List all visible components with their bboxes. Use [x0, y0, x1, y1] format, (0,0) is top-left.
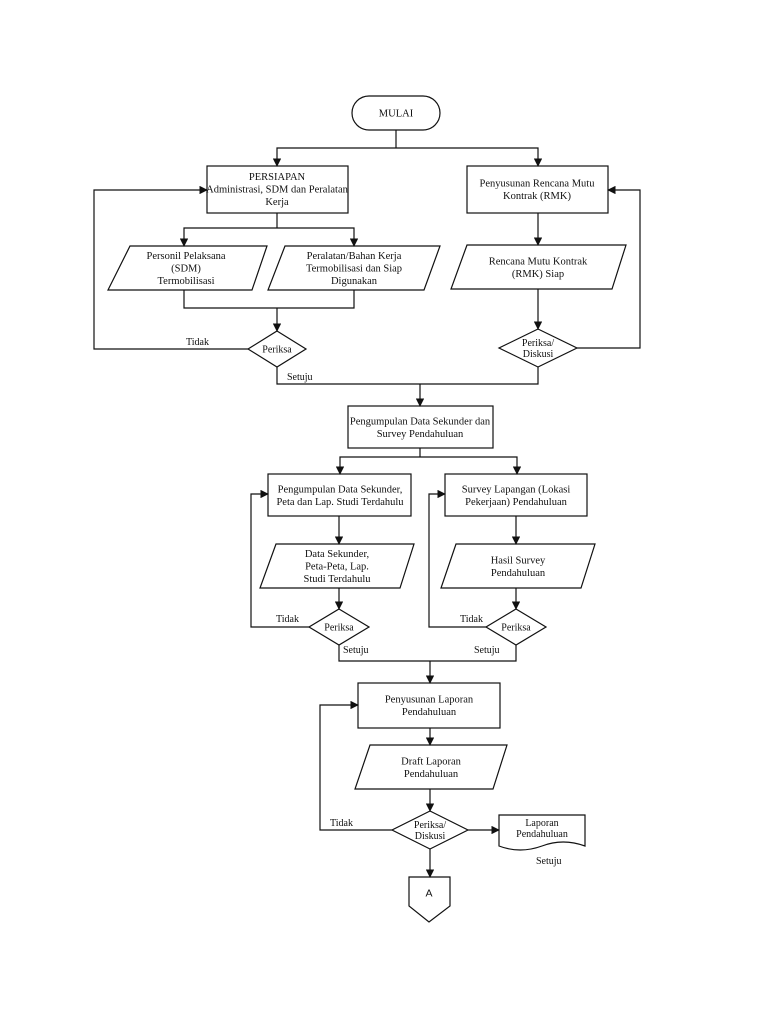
text-line: Kerja — [265, 197, 289, 208]
text-line: Pengumpulan Data Sekunder dan — [350, 416, 491, 427]
data-peralatan — [267, 245, 441, 291]
data-sekunder-label: Data Sekunder, Peta-Peta, Lap.Studi Terda… — [303, 549, 371, 585]
decision-periksa-persiapan-label: Periksa — [262, 345, 292, 356]
text-line: Periksa — [262, 345, 292, 356]
decision-periksa-sekunder-label: Periksa — [324, 623, 354, 634]
text-line: Pendahuluan — [404, 769, 459, 780]
text-line: Pendahuluan — [516, 829, 568, 840]
connector-rmk-setuju — [420, 367, 539, 385]
text-line: Penyusunan Rencana Mutu — [480, 178, 596, 189]
offpage-connector-a-label: A — [425, 888, 432, 900]
text-line: Pendahuluan — [491, 568, 546, 579]
text-line: Pekerjaan) Pendahuluan — [465, 497, 568, 508]
connector-setuju-1 — [276, 367, 420, 385]
text-line: Laporan — [525, 818, 558, 829]
connector-pengumpulan-split — [335, 456, 522, 475]
offpage-connector-a — [408, 876, 451, 923]
document-laporan-pendahuluan — [498, 814, 586, 851]
data-draft-laporan — [354, 744, 508, 790]
decision-periksa-diskusi-rmk-label: Periksa/Diskusi — [522, 338, 554, 360]
connector-mulai-split — [272, 147, 543, 167]
text-line: PERSIAPAN — [249, 172, 306, 183]
text-line: Peta-Peta, Lap. — [305, 562, 369, 573]
text-line: Personil Pelaksana — [146, 251, 225, 262]
connector-persiapan-split — [179, 227, 359, 247]
text-line: Diskusi — [415, 831, 446, 842]
data-rmk-siap-label: Rencana Mutu Kontrak (RMK) Siap — [489, 256, 588, 280]
connector-tidak-loop-3 — [428, 489, 486, 628]
text-line: Survey Pendahuluan — [377, 429, 464, 440]
text-line: Digunakan — [331, 276, 378, 287]
text-line: Survey Lapangan (Lokasi — [462, 484, 571, 495]
text-line: Kontrak (RMK) — [503, 191, 571, 202]
connector-tidak-loop-2 — [250, 489, 309, 628]
text-line: Penyusunan Laporan — [385, 694, 474, 705]
label-setuju-1: Setuju — [287, 372, 313, 383]
text-line: Data Sekunder, — [305, 549, 369, 560]
start-terminal-label: MULAI — [379, 109, 414, 120]
connector-tidak-loop-4 — [319, 700, 392, 831]
text-line: Peta dan Lap. Studi Terdahulu — [276, 497, 404, 508]
process-survey-lapangan — [444, 473, 588, 517]
text-line: Hasil Survey — [491, 555, 546, 566]
connector-tidak-loop-1 — [93, 185, 248, 350]
connector-setuju-2 — [338, 645, 430, 662]
text-line: (SDM) — [171, 264, 201, 275]
decision-periksa-survey-label: Periksa — [501, 623, 531, 634]
data-personil-sdm-label: Personil Pelaksana (SDM)Termobilisasi — [146, 251, 225, 287]
process-penyusunan-rmk — [466, 165, 609, 214]
text-line: MULAI — [379, 109, 414, 120]
process-persiapan-label: PERSIAPAN Administrasi, SDM dan Peralatan… — [206, 172, 348, 208]
data-rmk-siap — [450, 244, 627, 290]
text-line: Draft Laporan — [401, 756, 462, 767]
text-line: (RMK) Siap — [512, 269, 564, 280]
text-line: Pengumpulan Data Sekunder, — [278, 484, 403, 495]
connector-rmk-loop — [577, 185, 641, 349]
text-line: Pendahuluan — [402, 707, 457, 718]
process-pengumpulan-sekunder-label: Pengumpulan Data Sekunder, Peta dan Lap. … — [276, 484, 404, 508]
text-line: Studi Terdahulu — [303, 574, 371, 585]
label-setuju-2: Setuju — [343, 645, 369, 656]
label-tidak-4: Tidak — [330, 818, 353, 829]
text-line: Peralatan/Bahan Kerja — [307, 251, 402, 262]
data-sekunder — [259, 543, 415, 589]
label-setuju-3: Setuju — [474, 645, 500, 656]
text-line: A — [425, 888, 432, 900]
text-line: Periksa/ — [522, 338, 554, 349]
label-tidak-2: Tidak — [276, 614, 299, 625]
text-line: Termobilisasi dan Siap — [306, 264, 402, 275]
label-setuju-4: Setuju — [536, 856, 562, 867]
text-line: Diskusi — [523, 349, 554, 360]
text-line: Periksa — [324, 623, 354, 634]
text-line: Periksa/ — [414, 820, 446, 831]
label-tidak-1: Tidak — [186, 337, 209, 348]
decision-periksa-diskusi-laporan-label: Periksa/Diskusi — [414, 820, 446, 842]
text-line: Termobilisasi — [157, 276, 214, 287]
connector-setuju-3 — [430, 645, 517, 662]
label-tidak-3: Tidak — [460, 614, 483, 625]
data-hasil-survey — [440, 543, 596, 589]
process-persiapan — [206, 165, 349, 214]
connector-data-merge — [183, 290, 355, 309]
text-line: Administrasi, SDM dan Peralatan — [206, 185, 348, 196]
process-pengumpulan-sekunder — [267, 473, 412, 517]
text-line: Periksa — [501, 623, 531, 634]
text-line: Rencana Mutu Kontrak — [489, 256, 588, 267]
process-penyusunan-laporan — [357, 682, 501, 729]
